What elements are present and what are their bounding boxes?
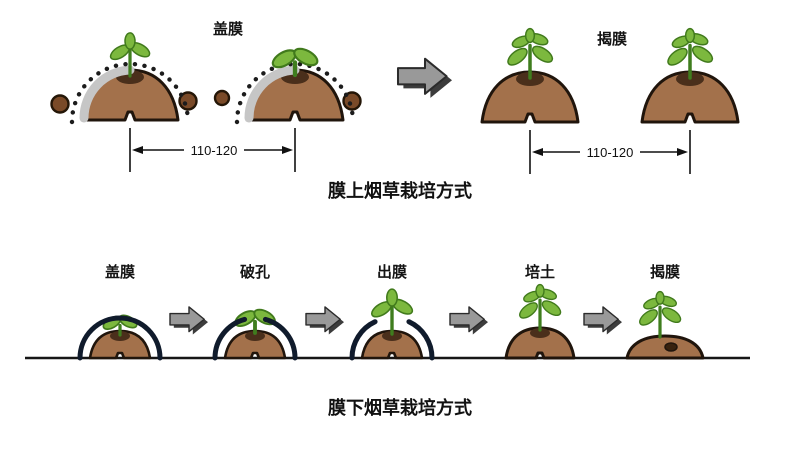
cover-film-label: 盖膜 bbox=[213, 20, 243, 38]
soil-mound bbox=[245, 68, 345, 122]
flow-arrow-icon bbox=[449, 306, 489, 336]
gray-film-sheet bbox=[244, 65, 300, 123]
tobacco-seedling bbox=[663, 26, 717, 80]
flow-arrow-icon bbox=[305, 306, 345, 336]
flow-arrow-icon bbox=[583, 306, 623, 336]
film-dome bbox=[77, 315, 163, 361]
soil-clod bbox=[213, 89, 231, 107]
flow-arrow-icon bbox=[396, 57, 454, 99]
spacing-value-right: 110-120 bbox=[587, 145, 634, 160]
film-dome-right bbox=[406, 319, 435, 361]
uncovered-mound-1 bbox=[480, 26, 580, 124]
film-dome-left bbox=[212, 316, 248, 361]
film-dome-right bbox=[262, 316, 298, 361]
soil-clod bbox=[342, 91, 362, 111]
spacing-dimension-right: 110-120 bbox=[529, 130, 691, 174]
stage-emerge-film bbox=[349, 287, 435, 361]
dotted-film-arc-icon bbox=[234, 61, 356, 125]
spacing-value-left: 110-120 bbox=[191, 143, 238, 158]
top-section: 盖膜 揭膜 bbox=[50, 20, 740, 201]
gray-film-sheet bbox=[79, 65, 135, 123]
tobacco-seedling bbox=[503, 26, 557, 80]
stage-label-emerge: 出膜 bbox=[377, 263, 407, 281]
film-dome-left bbox=[349, 319, 378, 361]
stage-label-hill-soil: 培土 bbox=[525, 263, 555, 281]
tobacco-seedling bbox=[635, 289, 685, 339]
soil-mound bbox=[504, 326, 576, 360]
arrowhead-left-icon bbox=[532, 148, 543, 156]
flow-arrow-icon bbox=[169, 306, 209, 336]
arrowhead-right-icon bbox=[677, 148, 688, 156]
soil-clod bbox=[50, 94, 70, 114]
stage-break-hole bbox=[212, 304, 298, 361]
arrowhead-left-icon bbox=[132, 146, 143, 154]
top-section-title: 膜上烟草栽培方式 bbox=[327, 180, 472, 201]
stage-hill-soil bbox=[504, 282, 576, 360]
stage-label-cover: 盖膜 bbox=[105, 263, 135, 281]
stage-label-break-hole: 破孔 bbox=[240, 263, 270, 281]
stage-cover-film bbox=[77, 311, 163, 361]
stage-remove-film bbox=[625, 289, 705, 360]
spacing-dimension-left: 110-120 bbox=[129, 128, 296, 172]
uncovered-mound-2 bbox=[640, 26, 740, 124]
stage-label-remove: 揭膜 bbox=[650, 263, 680, 281]
bottom-section: 盖膜 破孔 出膜 培土 揭膜 bbox=[25, 263, 750, 418]
dotted-film-arc-icon bbox=[69, 61, 191, 125]
remove-film-label: 揭膜 bbox=[597, 30, 627, 48]
dimension-text-bg bbox=[184, 141, 244, 158]
planting-hole bbox=[664, 342, 678, 352]
covered-mound-1 bbox=[69, 31, 191, 125]
covered-mound-2 bbox=[234, 45, 356, 125]
dimension-text-bg bbox=[580, 143, 640, 160]
tobacco-seedling bbox=[515, 282, 565, 332]
arrowhead-right-icon bbox=[282, 146, 293, 154]
bottom-section-title: 膜下烟草栽培方式 bbox=[327, 397, 472, 418]
